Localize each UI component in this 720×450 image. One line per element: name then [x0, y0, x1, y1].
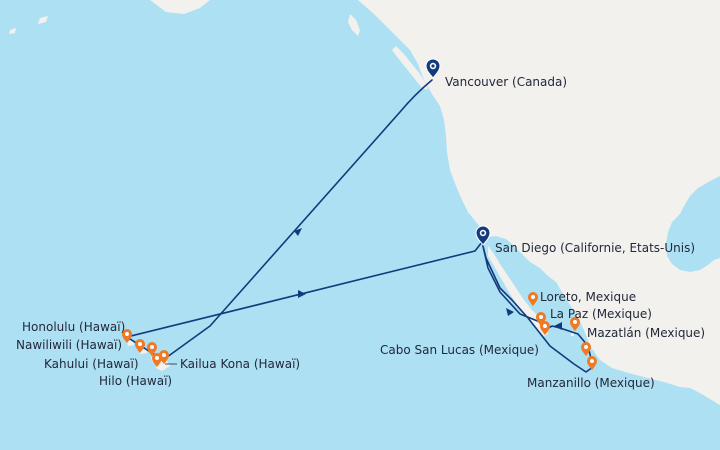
label-kailua-kona: Kailua Kona (Hawaï) — [180, 357, 300, 371]
port-marker-cabo-san-lucas[interactable] — [540, 321, 550, 335]
baja-peninsula — [488, 246, 548, 336]
port-marker-honolulu[interactable] — [122, 329, 132, 343]
port-marker-manzanillo[interactable] — [587, 356, 597, 370]
gulf-of-california — [500, 254, 584, 352]
label-honolulu: Honolulu (Hawaï) — [22, 320, 125, 334]
route-vancouver-to-hawaii — [162, 79, 433, 361]
north-america-land — [358, 0, 720, 405]
haida-gwaii — [348, 14, 360, 36]
homeport-marker-san-diego[interactable] — [475, 225, 491, 246]
label-hilo: Hilo (Hawaï) — [99, 374, 172, 388]
label-san-diego: San Diego (Californie, Etats-Unis) — [495, 241, 695, 255]
route-direction-arrow — [506, 308, 514, 316]
port-marker-loreto[interactable] — [528, 292, 538, 306]
label-mazatlan: Mazatlán (Mexique) — [587, 326, 705, 340]
route-direction-arrow — [294, 228, 302, 236]
label-manzanillo: Manzanillo (Mexique) — [527, 376, 655, 390]
label-la-paz: La Paz (Mexique) — [550, 307, 652, 321]
island-kauai — [127, 340, 134, 346]
port-marker-nawiliwili[interactable] — [135, 339, 145, 353]
aleutian-islands — [9, 16, 48, 34]
label-vancouver: Vancouver (Canada) — [445, 75, 567, 89]
port-marker-kailua-kona[interactable] — [159, 350, 169, 364]
label-kahului: Kahului (Hawaï) — [44, 357, 139, 371]
label-nawiliwili: Nawiliwili (Hawaï) — [16, 338, 122, 352]
port-marker-manzanillo-north[interactable] — [581, 342, 591, 356]
vancouver-island — [392, 46, 428, 90]
label-cabo-san-lucas: Cabo San Lucas (Mexique) — [380, 343, 539, 357]
tres-marias-island — [571, 333, 574, 336]
port-marker-mazatlan[interactable] — [570, 317, 580, 331]
route-direction-arrow — [554, 322, 562, 330]
port-marker-kahului[interactable] — [147, 342, 157, 356]
route-direction-arrow — [298, 290, 306, 298]
label-loreto: Loreto, Mexique — [540, 290, 636, 304]
alaska-coast — [150, 0, 210, 14]
homeport-marker-vancouver[interactable] — [425, 58, 441, 79]
